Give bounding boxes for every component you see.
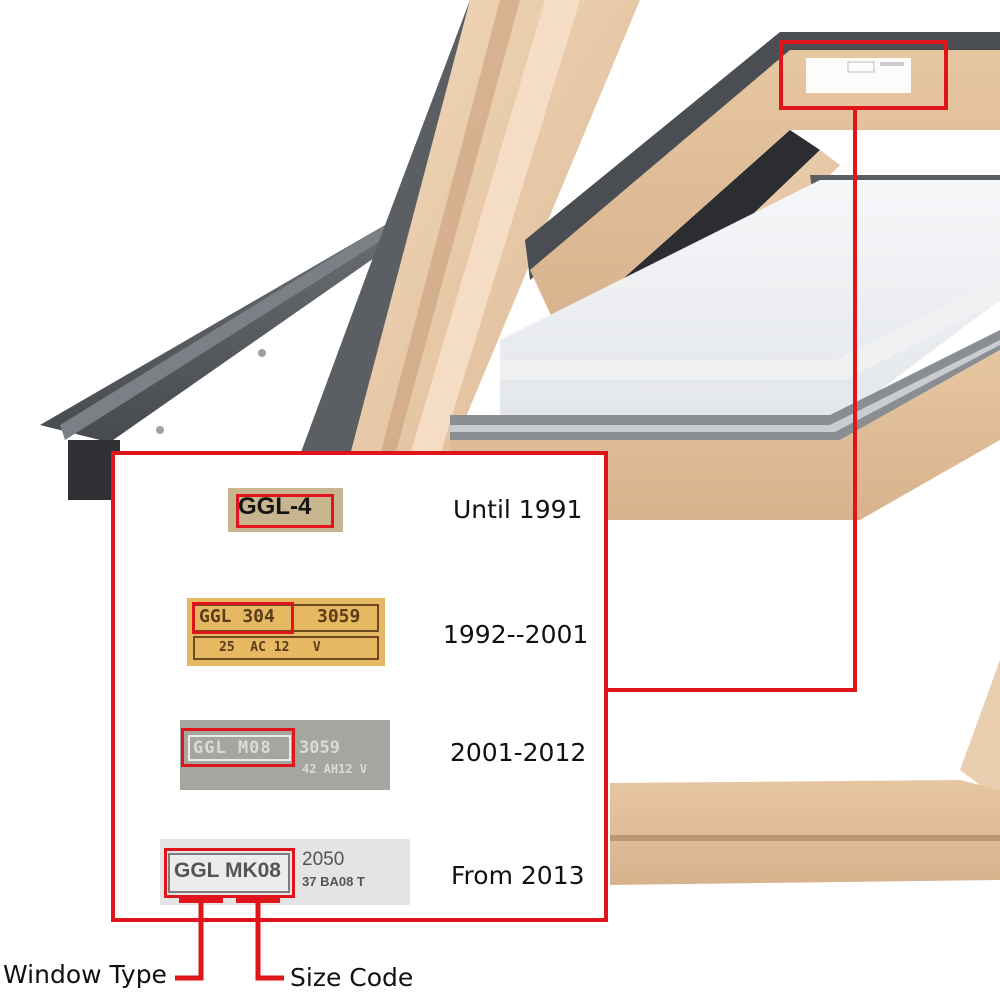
plate-type-code: GGL 304 (199, 606, 275, 627)
plate-line2: 25 AC 12 V (219, 640, 321, 655)
era-label: 2001-2012 (450, 738, 587, 767)
type-plate-location-highlight (781, 42, 946, 108)
size-code-label: Size Code (290, 963, 414, 992)
plate-type-code: GGL M08 (193, 738, 272, 758)
window-type-highlight (236, 494, 334, 528)
plate-from-2013: GGL MK08 2050 37 BA08 T (160, 839, 410, 905)
plate-type-code: GGL MK08 (174, 859, 281, 882)
plate-serial: 3059 (299, 738, 340, 758)
plate-until-1991: GGL-4 (228, 488, 343, 532)
plate-1992-2001: GGL 304 3059 25 AC 12 V (187, 598, 385, 666)
type-plate-panel: GGL-4 Until 1991 GGL 304 3059 25 AC 12 V… (111, 451, 608, 922)
era-label: 1992--2001 (443, 620, 589, 649)
era-label: From 2013 (451, 861, 585, 890)
era-label: Until 1991 (453, 495, 583, 524)
plate-serial: 3059 (317, 606, 361, 627)
window-type-size-highlight (164, 848, 295, 898)
window-type-size-highlight (192, 602, 294, 634)
plate-2001-2012: GGL M08 3059 42 AH12 V (180, 720, 390, 790)
plate-serial: 2050 (302, 849, 345, 870)
plate-line2: 37 BA08 T (302, 874, 365, 889)
plate-code: GGL-4 (238, 493, 312, 520)
plate-line2: 42 AH12 V (302, 762, 368, 776)
window-type-size-highlight (181, 728, 295, 767)
window-type-label: Window Type (3, 960, 167, 989)
